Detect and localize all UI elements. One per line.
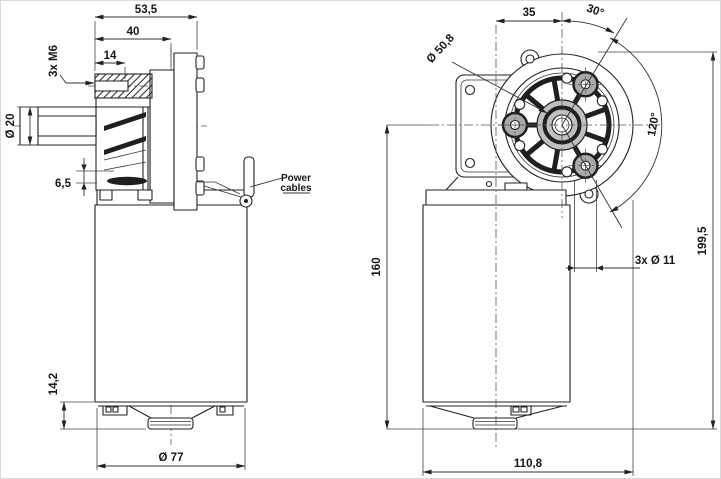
mounting-boss <box>568 67 603 102</box>
output-shaft <box>19 106 97 146</box>
dim-40: 40 <box>94 26 172 66</box>
dim-label-3x-11: 3x Ø 11 <box>635 255 676 267</box>
dim-body-diameter: Ø 77 <box>96 408 246 470</box>
dim-label-35: 35 <box>523 7 536 19</box>
dim-label-30deg: 30° <box>585 3 606 20</box>
dim-label-3x-m6: 3x M6 <box>48 45 60 77</box>
ear-tab-hole <box>584 189 594 199</box>
motor-body-front <box>422 180 571 430</box>
power-cables-line2: cables <box>280 183 312 194</box>
dim-label-shaft: Ø 20 <box>5 114 17 139</box>
dim-110-8: 110,8 <box>422 200 634 476</box>
flange-bolt <box>195 180 205 196</box>
dim-3x-m6: 3x M6 <box>48 45 95 86</box>
power-cables-line1: Power <box>281 173 311 184</box>
side-view: 53,5 40 14 3x M6 Ø 20 <box>5 4 312 470</box>
power-cables-label: Power cables <box>249 173 312 194</box>
worm-wheel-edge <box>107 176 147 186</box>
dim-53-5: 53,5 <box>94 4 198 71</box>
dim-160: 160 <box>371 124 430 430</box>
dim-6-5: 6,5 <box>55 158 114 196</box>
dim-14-2: 14,2 <box>48 373 146 430</box>
dim-label-199-5: 199,5 <box>697 226 709 255</box>
flange-bolt <box>195 55 205 70</box>
dim-199-5: 199,5 <box>387 51 717 430</box>
dim-label-53-5: 53,5 <box>135 4 158 16</box>
dim-label-160: 160 <box>371 257 383 276</box>
worm-flight <box>104 136 146 155</box>
front-view: 35 30° Ø 50,8 120° 3x Ø 11 <box>371 3 717 476</box>
dim-label-14-2: 14,2 <box>48 373 60 395</box>
dim-30deg: 30° <box>561 3 628 126</box>
front-view-centerlines <box>430 12 660 448</box>
worm-flight <box>104 112 146 131</box>
rim-holes <box>514 72 608 178</box>
dim-label-6-5: 6,5 <box>55 178 72 190</box>
flange-bolt <box>195 77 205 93</box>
dim-label-40: 40 <box>127 26 140 38</box>
dim-120deg: 120° <box>561 37 663 229</box>
plate-screw-hole <box>464 157 476 169</box>
motor-body-side <box>94 182 248 430</box>
dim-shaft-diameter: Ø 20 <box>5 106 36 146</box>
dim-14: 14 <box>94 50 126 79</box>
flange-bolt <box>195 156 205 172</box>
dim-3x-11: 3x Ø 11 <box>566 180 676 272</box>
dim-label-110-8: 110,8 <box>514 458 543 470</box>
plate-screw-hole <box>464 84 476 96</box>
dim-label-120deg: 120° <box>646 111 662 137</box>
dim-35: 35 <box>495 7 563 24</box>
dim-label-14: 14 <box>104 50 117 62</box>
ear-tab-hole <box>525 54 535 64</box>
tapped-hole <box>94 80 129 92</box>
dim-label-77: Ø 77 <box>159 452 184 464</box>
gearbox-side <box>94 52 205 211</box>
